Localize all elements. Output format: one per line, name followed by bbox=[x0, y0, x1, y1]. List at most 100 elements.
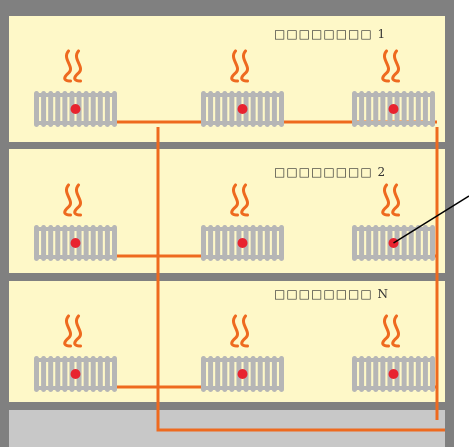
radiator-fin bbox=[97, 91, 103, 127]
radiator-rail bbox=[34, 121, 117, 125]
radiator-fin bbox=[366, 225, 372, 261]
radiator-rail bbox=[201, 227, 284, 231]
radiator-rail bbox=[352, 121, 435, 125]
radiator-fin bbox=[352, 91, 357, 127]
radiator-fin bbox=[359, 356, 365, 392]
return-pipe bbox=[156, 127, 445, 432]
radiator-fin bbox=[422, 91, 428, 127]
radiator-fin bbox=[430, 91, 435, 127]
radiator-fin bbox=[222, 225, 228, 261]
radiator-rail bbox=[34, 255, 117, 259]
radiator-icon bbox=[34, 225, 117, 261]
heat-wave-stroke bbox=[73, 183, 82, 217]
radiator-rail bbox=[34, 386, 117, 390]
radiator-rail bbox=[352, 93, 435, 97]
heat-wave-stroke bbox=[73, 49, 82, 83]
radiator-fin bbox=[264, 225, 270, 261]
radiator-fin bbox=[112, 356, 117, 392]
radiator-fin bbox=[41, 91, 47, 127]
radiator-fin bbox=[222, 91, 228, 127]
heat-wave-icon bbox=[230, 183, 249, 217]
heat-wave-icon bbox=[381, 49, 400, 83]
radiator-fin bbox=[271, 225, 277, 261]
radiator-fin bbox=[279, 91, 284, 127]
heat-wave-stroke bbox=[381, 314, 390, 348]
radiator-fin bbox=[250, 225, 256, 261]
radiator-fin bbox=[229, 225, 235, 261]
radiator-fin bbox=[34, 225, 39, 261]
heat-wave-stroke bbox=[63, 49, 72, 83]
heat-wave-icon bbox=[63, 183, 82, 217]
radiator-fin bbox=[380, 225, 386, 261]
radiator-fin bbox=[415, 225, 421, 261]
radiator-fin bbox=[279, 356, 284, 392]
radiator-fin bbox=[279, 225, 284, 261]
heat-wave-icon bbox=[230, 314, 249, 348]
radiator-fin bbox=[48, 356, 54, 392]
radiator-fin bbox=[112, 225, 117, 261]
heat-wave-stroke bbox=[230, 183, 239, 217]
radiator-fin bbox=[415, 91, 421, 127]
heat-wave-stroke bbox=[63, 314, 72, 348]
valve-dot bbox=[70, 104, 81, 114]
radiator-fin bbox=[250, 91, 256, 127]
heat-wave-stroke bbox=[63, 183, 72, 217]
radiator-fin bbox=[229, 91, 235, 127]
radiator-fin bbox=[41, 225, 47, 261]
radiator-fin bbox=[373, 356, 379, 392]
radiator-fin bbox=[104, 91, 110, 127]
radiator-fin bbox=[55, 225, 61, 261]
radiator-fin bbox=[408, 91, 414, 127]
radiator-fin bbox=[430, 225, 435, 261]
radiator-fin bbox=[380, 91, 386, 127]
radiator-fin bbox=[250, 356, 256, 392]
floor-label: □□□□□□□□ N bbox=[274, 287, 389, 301]
radiator-rail bbox=[201, 255, 284, 259]
radiator-fin bbox=[201, 356, 206, 392]
radiator-fin bbox=[366, 91, 372, 127]
floor-label: □□□□□□□□ 1 bbox=[274, 27, 386, 41]
radiator-fin bbox=[415, 356, 421, 392]
radiator-fin bbox=[48, 91, 54, 127]
radiator-fin bbox=[215, 225, 221, 261]
radiator-fin bbox=[201, 91, 206, 127]
radiator-fin bbox=[90, 91, 96, 127]
radiator-fin bbox=[229, 356, 235, 392]
radiator-fin bbox=[401, 356, 407, 392]
radiator-fin bbox=[422, 225, 428, 261]
radiator-rail bbox=[352, 227, 435, 231]
radiator-fin bbox=[62, 356, 68, 392]
radiator-fin bbox=[83, 225, 89, 261]
radiator-rail bbox=[201, 121, 284, 125]
radiator-fin bbox=[90, 356, 96, 392]
callout-pointer bbox=[393, 195, 469, 244]
heat-wave-stroke bbox=[391, 314, 400, 348]
radiator-icon bbox=[201, 356, 284, 392]
heat-wave-stroke bbox=[240, 183, 249, 217]
radiator-fin bbox=[352, 225, 357, 261]
valve-dot bbox=[237, 369, 248, 379]
radiator-fin bbox=[408, 356, 414, 392]
radiator-rail bbox=[34, 227, 117, 231]
radiator-fin bbox=[257, 356, 263, 392]
radiator-fin bbox=[62, 225, 68, 261]
radiator-rail bbox=[34, 358, 117, 362]
radiator-fin bbox=[55, 356, 61, 392]
heat-wave-stroke bbox=[240, 49, 249, 83]
radiator-fin bbox=[55, 91, 61, 127]
radiator-fin bbox=[401, 225, 407, 261]
heat-wave-stroke bbox=[73, 314, 82, 348]
heat-wave-icon bbox=[63, 49, 82, 83]
radiator-fin bbox=[215, 91, 221, 127]
valve-dot bbox=[237, 238, 248, 248]
radiator-fin bbox=[62, 91, 68, 127]
radiator-fin bbox=[271, 91, 277, 127]
radiator-rail bbox=[352, 386, 435, 390]
radiator-rail bbox=[352, 358, 435, 362]
radiator-fin bbox=[366, 356, 372, 392]
radiator-rail bbox=[201, 93, 284, 97]
heat-wave-icon bbox=[381, 314, 400, 348]
heat-wave-icon bbox=[230, 49, 249, 83]
radiator-fin bbox=[97, 225, 103, 261]
